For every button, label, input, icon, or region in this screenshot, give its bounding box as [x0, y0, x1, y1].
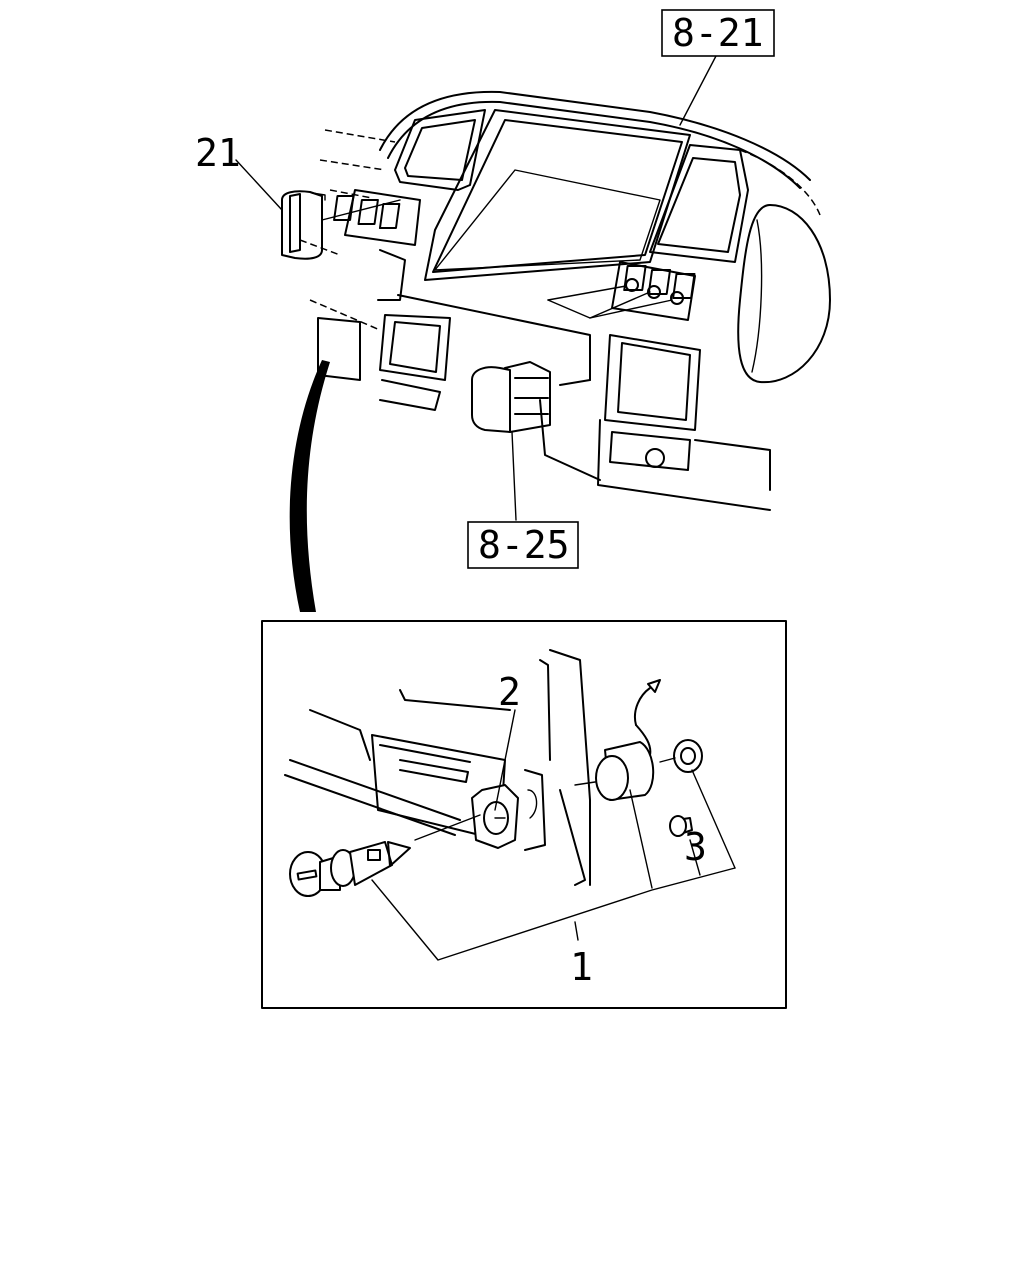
part-2-nut: 2: [471, 670, 521, 849]
detail-pointer: [289, 360, 330, 612]
label-3: 3: [684, 825, 707, 869]
ref-8-21-box: [661, 9, 775, 57]
label-1: 1: [570, 945, 593, 989]
detail-frame: [261, 620, 787, 1009]
part-socket: [574, 679, 661, 889]
label-21: 21: [195, 131, 241, 175]
ref-8-21-text: 8-21: [672, 11, 764, 55]
ref-8-21: 8-21: [661, 9, 775, 126]
dashboard-panel: [299, 90, 831, 511]
detail-panel: [284, 649, 591, 886]
label-2: 2: [498, 670, 521, 714]
part-3-grommet-clip: 3: [659, 739, 736, 876]
ref-8-25-text: 8-25: [478, 523, 570, 567]
part-21-switch: 21: [195, 131, 401, 260]
leader-part-1: 1: [371, 867, 736, 989]
part-8-25-switch: 8-25: [467, 361, 579, 569]
ref-8-25-box: [467, 521, 579, 569]
part-lighter-plug: [289, 814, 481, 897]
